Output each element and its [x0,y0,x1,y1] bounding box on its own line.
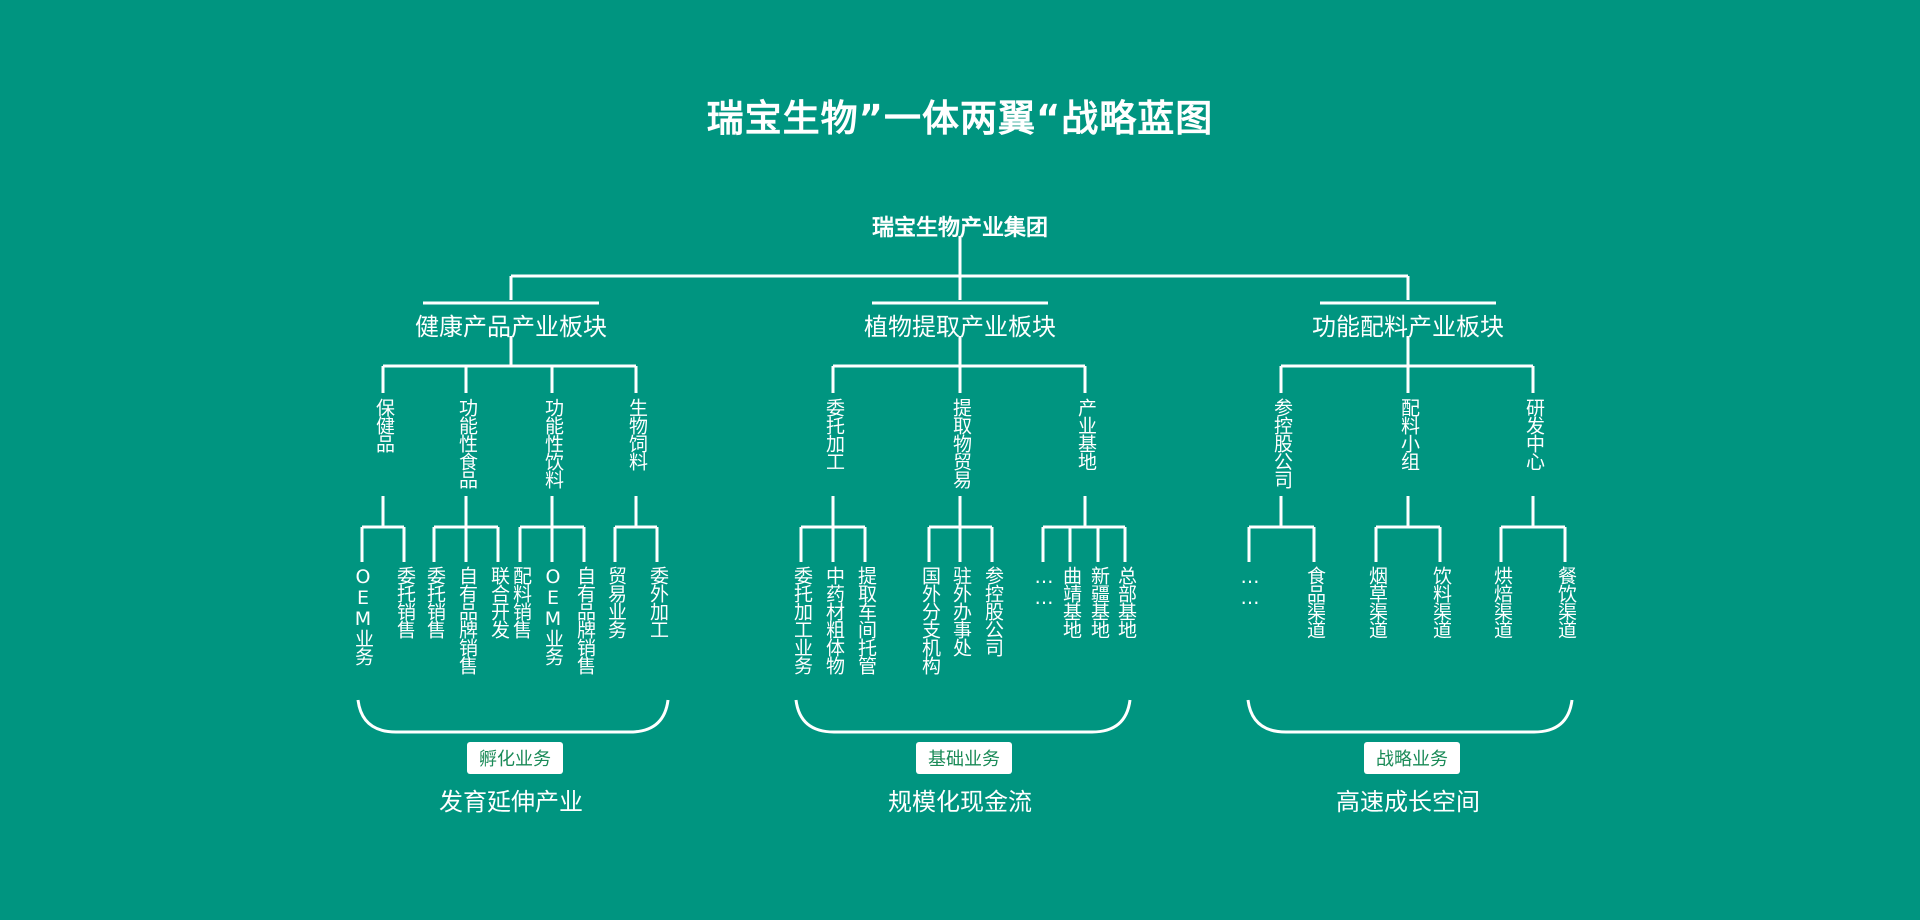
item-label: 烟草渠道 [1366,566,1388,638]
item-label: 联合开发 [488,566,510,638]
root-node: 瑞宝生物产业集团 [871,216,1048,241]
item-label: 驻外办事处 [950,566,972,656]
category-label: 研发中心 [1523,398,1545,470]
category-label: 生物饲料 [626,398,648,470]
group-bracket-3 [1246,699,1574,734]
sector-2-label: 植物提取产业板块 [864,313,1056,341]
sector-3-label: 功能配料产业板块 [1312,313,1504,341]
group-tag-2: 基础业务 [916,742,1012,774]
category-label: 功能性饮料 [542,398,564,488]
item-label: 新疆基地 [1088,566,1110,638]
group-tag-3: 战略业务 [1364,742,1460,774]
item-label: 委托加工业务 [791,566,813,674]
item-label: OEM业务 [542,566,564,665]
item-label: 提取车间托管 [855,566,877,674]
category-label: 保健品 [373,398,395,452]
item-label: 餐饮渠道 [1555,566,1577,638]
group-slogan-1: 发育延伸产业 [439,788,583,816]
item-label: 配料销售 [510,566,532,638]
item-label: 中药材粗体物 [823,566,845,674]
item-label: …… [1239,566,1261,608]
item-label: 委外加工 [647,566,669,638]
group-bracket-1 [356,699,670,734]
item-label: 委托销售 [424,566,446,638]
item-label: 食品渠道 [1304,566,1326,638]
item-label: 饮料渠道 [1430,566,1452,638]
diagram-title: 瑞宝生物”一体两翼“战略蓝图 [706,97,1214,140]
item-label: OEM业务 [352,566,374,665]
item-label: 烘焙渠道 [1491,566,1513,638]
group-bracket-2 [794,699,1132,734]
category-label: 参控股公司 [1271,398,1293,488]
item-label: 自有品牌销售 [574,566,596,674]
category-label: 产业基地 [1075,398,1097,470]
category-label: 配料小组 [1398,398,1420,470]
item-label: 总部基地 [1115,566,1137,638]
item-label: 曲靖基地 [1060,566,1082,638]
group-slogan-2: 规模化现金流 [888,788,1032,816]
group-tag-1: 孵化业务 [467,742,563,774]
category-label: 功能性食品 [456,398,478,488]
item-label: 国外分支机构 [919,566,941,674]
category-label: 委托加工 [823,398,845,470]
item-label: 贸易业务 [605,566,627,638]
item-label: …… [1033,566,1055,608]
item-label: 自有品牌销售 [456,566,478,674]
item-label: 参控股公司 [982,566,1004,656]
category-label: 提取物贸易 [950,398,972,488]
sector-1-label: 健康产品产业板块 [415,313,607,341]
item-label: 委托销售 [394,566,416,638]
group-slogan-3: 高速成长空间 [1336,788,1480,816]
